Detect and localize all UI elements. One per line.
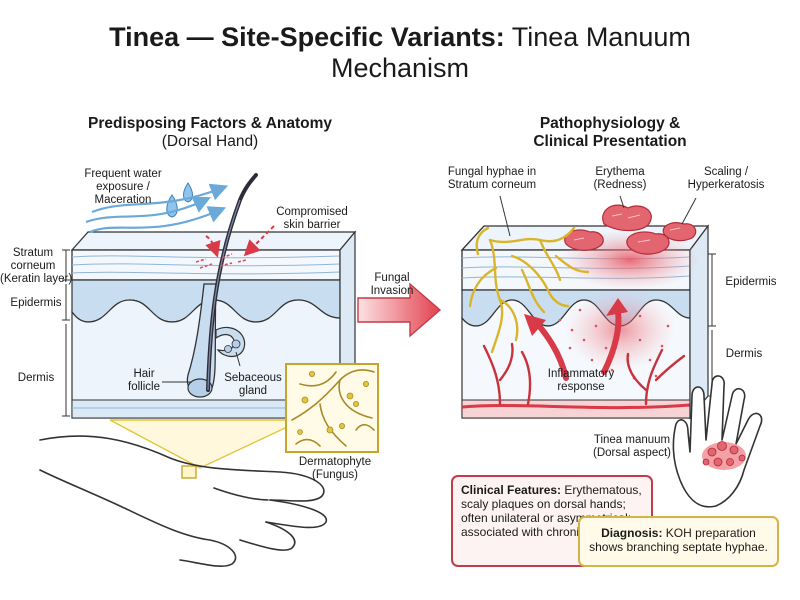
tinea-manuum-label: Tinea manuum(Dorsal aspect) (593, 434, 671, 460)
fungal-invasion-arrow (357, 282, 442, 338)
left-leader-lines (162, 351, 241, 383)
left-dermis-label: Dermis (17, 372, 55, 384)
right-dermis-label: Dermis (725, 348, 763, 360)
diagnosis-box: Diagnosis: KOH preparation shows branchi… (578, 516, 779, 567)
diagnosis-heading: Diagnosis: (601, 526, 663, 540)
page-title: Tinea — Site-Specific Variants: Tinea Ma… (0, 22, 800, 84)
right-epidermis-label: Epidermis (725, 276, 777, 288)
fungus-zoom (109, 363, 379, 479)
left-epidermis-label: Epidermis (10, 297, 62, 309)
barrier-arrows (205, 225, 275, 258)
clinical-features-heading: Clinical Features: (461, 483, 562, 497)
erythema-label: Erythema(Redness) (593, 166, 647, 192)
tinea-hand-icon (672, 375, 763, 508)
title-rest: Tinea Manuum (504, 22, 691, 52)
right-layer-brackets (708, 253, 716, 397)
scaling-label: Scaling /Hyperkeratosis (687, 166, 765, 192)
dermatophyte-label: Dermatophyte(Fungus) (298, 456, 372, 482)
left-section-heading: Predisposing Factors & Anatomy(Dorsal Ha… (87, 115, 333, 150)
right-skin-block (460, 204, 710, 420)
inflammatory-arrows (524, 298, 628, 381)
right-section-heading: Pathophysiology &Clinical Presentation (533, 115, 687, 150)
title-line2: Mechanism (330, 53, 470, 84)
title-bold: Tinea — Site-Specific Variants: (109, 22, 505, 52)
diagnosis-text: KOH preparation shows branching septate … (589, 526, 768, 555)
water-exposure-graphic (85, 182, 229, 234)
left-skin-block (70, 173, 357, 420)
left-layer-brackets (62, 249, 70, 417)
hand-outline (39, 435, 327, 567)
